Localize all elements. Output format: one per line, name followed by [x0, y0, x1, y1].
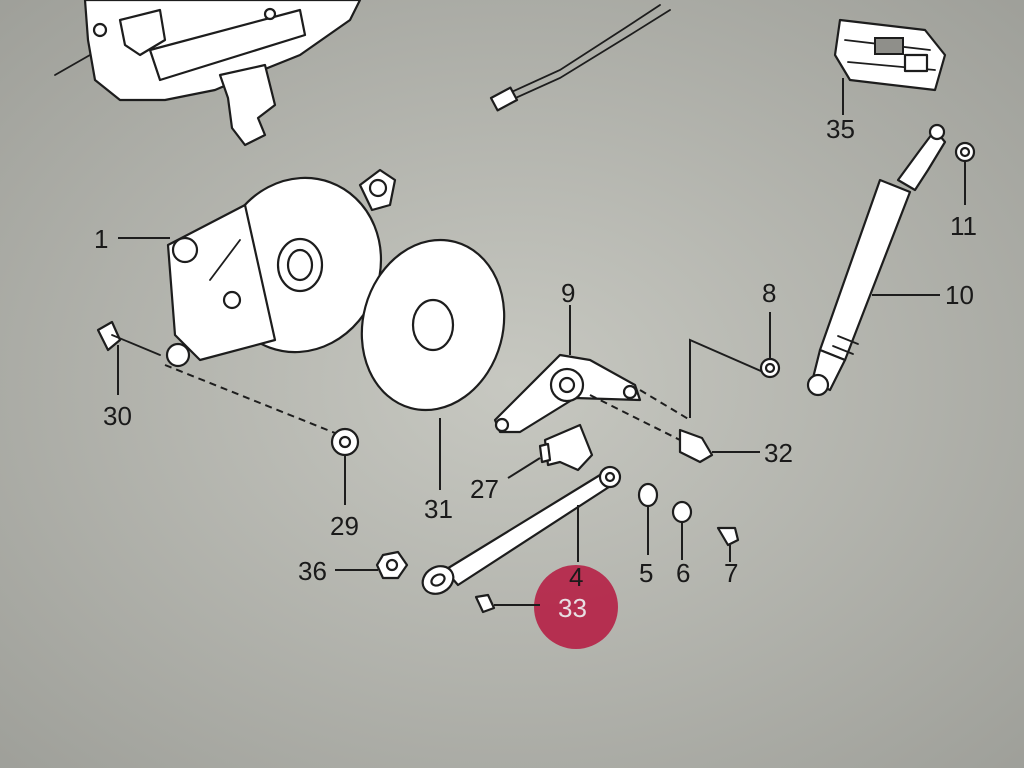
callout-33[interactable]: 33 [558, 593, 587, 623]
callout-27[interactable]: 27 [470, 474, 499, 504]
part-30-bolt [96, 320, 161, 356]
part-31-disc [360, 238, 506, 412]
callout-32[interactable]: 32 [764, 438, 793, 468]
part-7-clip [716, 526, 740, 547]
part-29-nut [330, 427, 360, 457]
mounting-bracket [54, 0, 362, 147]
callout-5[interactable]: 5 [639, 558, 653, 588]
callout-9[interactable]: 9 [561, 278, 575, 308]
callout-36[interactable]: 36 [298, 556, 327, 586]
part-6-bushing [671, 500, 693, 524]
callout-35[interactable]: 35 [826, 114, 855, 144]
callout-29[interactable]: 29 [330, 511, 359, 541]
part-10-gas-strut [806, 123, 947, 397]
callout-10[interactable]: 10 [945, 280, 974, 310]
leader-27 [507, 457, 541, 479]
callout-7[interactable]: 7 [724, 558, 738, 588]
callout-8[interactable]: 8 [762, 278, 776, 308]
part-5-bushing [637, 482, 659, 508]
callout-11[interactable]: 11 [950, 211, 977, 241]
callout-31[interactable]: 31 [424, 494, 453, 524]
part-4-link-rod [421, 465, 622, 595]
callout-6[interactable]: 6 [676, 558, 690, 588]
part-8-nut [759, 357, 781, 379]
part-33-bolt [474, 593, 496, 614]
callout-30[interactable]: 30 [103, 401, 132, 431]
cable-end [489, 4, 671, 112]
part-27-clip [538, 423, 594, 472]
part-9-lever [493, 353, 642, 434]
part-32-pin [589, 394, 714, 464]
part-35-relay [833, 18, 947, 92]
axis-30-29 [164, 364, 336, 434]
part-36-nut [375, 550, 409, 580]
part-1-backing-plate [165, 168, 397, 368]
link-9-10 [689, 338, 771, 418]
axis-9-10 [639, 389, 691, 421]
part-33-highlight-marker[interactable] [534, 565, 618, 649]
callout-4[interactable]: 4 [569, 562, 583, 592]
callout-1[interactable]: 1 [94, 224, 108, 254]
part-11-nut [954, 141, 976, 163]
